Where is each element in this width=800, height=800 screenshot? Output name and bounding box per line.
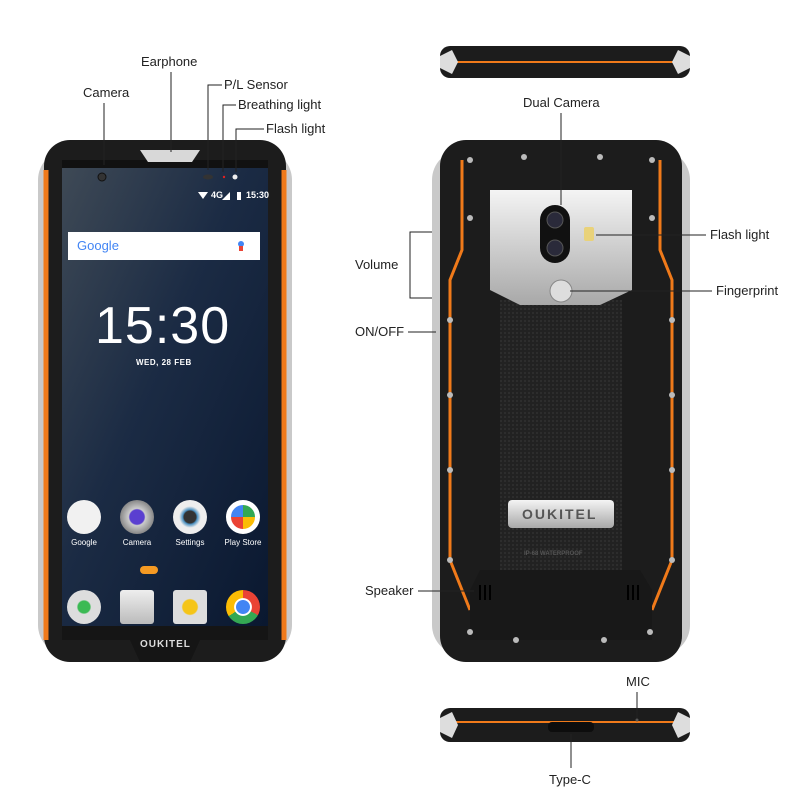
tent-graphic (140, 566, 158, 574)
wifi-icon (198, 192, 208, 199)
dock-contacts[interactable] (112, 590, 162, 628)
contacts-icon (120, 590, 154, 624)
search-bar[interactable] (68, 232, 260, 260)
leader-lines (103, 72, 712, 768)
label-type-c: Type-C (549, 772, 591, 787)
bottom-edge-view (440, 708, 690, 742)
fingerprint-sensor[interactable] (549, 279, 573, 303)
messages-icon (173, 590, 207, 624)
app-play-store[interactable]: Play Store (218, 500, 268, 547)
lock-date: WED, 28 FEB (136, 358, 192, 367)
play-store-icon (226, 500, 260, 534)
google-logo: Google (77, 238, 119, 253)
label-earphone: Earphone (141, 54, 198, 69)
app-google[interactable]: Google (59, 500, 109, 547)
front-flash (232, 174, 238, 180)
speaker-grille (479, 585, 639, 600)
label-flash-light-front: Flash light (266, 121, 326, 136)
camera-app-icon (120, 500, 154, 534)
pl-sensor (203, 174, 213, 180)
label-breathing-light: Breathing light (238, 97, 322, 112)
type-c-port (548, 722, 594, 732)
label-fingerprint: Fingerprint (716, 283, 779, 298)
back-texture (500, 300, 622, 600)
front-camera-lens (97, 172, 107, 182)
gear-icon (173, 500, 207, 534)
front-logo: OUKITEL (140, 639, 191, 650)
status-time: 15:30 (246, 190, 270, 200)
app-label: Camera (122, 538, 152, 547)
top-edge-view (440, 46, 690, 78)
back-logo: OUKITEL (522, 506, 598, 522)
screws (447, 154, 675, 643)
label-camera: Camera (83, 85, 130, 100)
mic-hole (635, 718, 639, 722)
google-folder-icon (67, 500, 101, 534)
signal-icon (222, 192, 230, 200)
app-label: Google (71, 538, 97, 547)
back-view (432, 140, 690, 662)
phone-icon (67, 590, 101, 624)
app-settings[interactable]: Settings (165, 500, 215, 547)
label-pl-sensor: P/L Sensor (224, 77, 288, 92)
breathing-light (222, 175, 226, 179)
lock-clock: 15:30 (95, 297, 231, 355)
back-flash (584, 227, 594, 241)
dock-messages[interactable] (165, 590, 215, 628)
app-camera[interactable]: Camera (112, 500, 162, 547)
label-dual-camera: Dual Camera (523, 95, 600, 110)
dock-phone[interactable] (59, 590, 109, 628)
app-label: Settings (175, 538, 205, 547)
screen[interactable] (62, 160, 268, 626)
front-view (38, 140, 292, 662)
mic-icon (238, 241, 244, 247)
label-flash-light-back: Flash light (710, 227, 770, 242)
label-volume: Volume (355, 257, 399, 272)
status-network: 4G (211, 190, 224, 200)
label-mic: MIC (626, 674, 650, 689)
battery-icon (237, 192, 241, 200)
app-label: Play Store (224, 538, 262, 547)
dock-chrome[interactable] (218, 590, 268, 628)
chrome-icon (226, 590, 260, 624)
ip68-text: IP-68 WATERPROOF (524, 551, 583, 557)
label-speaker: Speaker (365, 583, 414, 598)
label-on-off: ON/OFF (355, 324, 405, 339)
earphone-grille (140, 150, 200, 162)
screen-icons (198, 192, 244, 251)
back-logo-plate (508, 500, 614, 528)
